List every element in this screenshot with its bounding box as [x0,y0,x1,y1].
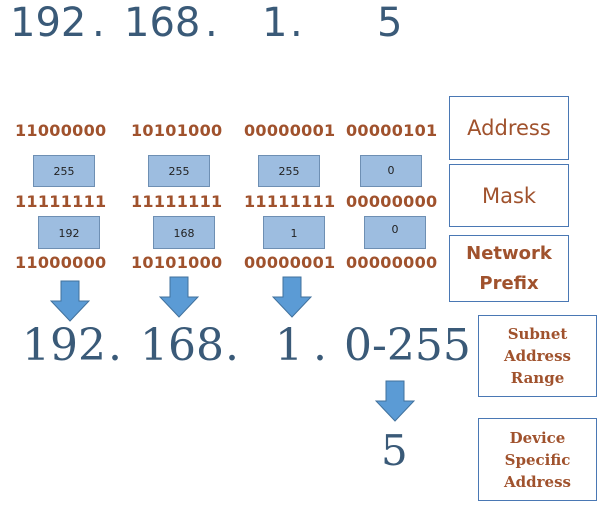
prefix-decimal-box-2: 168 [153,216,215,249]
mask-label-text: Mask [481,183,537,208]
mask-binary-3: 11111111 [244,192,336,211]
top-ip-octet-1: 192 [10,0,87,46]
mask-binary-2: 11111111 [131,192,223,211]
subnet-label-line-2: Address [504,347,571,365]
subnet-label-line-1: Subnet [507,325,568,343]
top-ip-octet-2: 168 [124,0,201,46]
mask-decimal-box-4: 0 [360,155,422,187]
address-label: Address [449,96,569,160]
mask-label: Mask [449,164,569,227]
device-label-line-3: Address [504,472,571,491]
mask-decimal-box-2: 255 [148,155,210,187]
result-ip-octet-4: 0-255 [344,320,471,371]
address-binary-3: 00000001 [244,121,336,140]
top-ip-dot-2: . [205,0,218,46]
result-ip-octet-1: 192 [22,320,106,371]
device-label-line-1: Device [509,428,566,447]
address-binary-4: 00000101 [346,121,438,140]
mask-binary-4: 00000000 [346,192,438,211]
device-specific-address-label: Device Specific Address [478,418,597,501]
prefix-decimal-box-1: 192 [38,216,100,249]
down-arrow-icon [375,380,415,422]
address-binary-2: 10101000 [131,121,223,140]
mask-decimal-box-3: 255 [258,155,320,187]
device-label-line-2: Specific [504,450,571,469]
result-ip-octet-2: 168 [140,320,224,371]
top-ip-dot-1: . [92,0,105,46]
subnet-address-range-label: Subnet Address Range [478,315,597,397]
network-prefix-label-line-2: Prefix [479,272,539,294]
top-ip-octet-3: 1 [262,0,288,46]
result-ip-dot-1: . [108,320,122,371]
result-ip-dot-3: . [313,320,327,371]
mask-decimal-box-1: 255 [33,155,95,187]
subnet-label-line-3: Range [510,369,565,387]
address-label-text: Address [467,116,551,140]
prefix-binary-2: 10101000 [131,253,223,272]
prefix-binary-4: 00000000 [346,253,438,272]
prefix-binary-3: 00000001 [244,253,336,272]
device-specific-value: 5 [381,426,408,475]
top-ip-octet-4: 5 [377,0,403,46]
network-prefix-label: Network Prefix [449,235,569,302]
result-ip-dot-2: . [225,320,239,371]
down-arrow-icon [159,276,199,318]
down-arrow-icon [272,276,312,318]
prefix-decimal-box-4: 0 [364,216,426,249]
top-ip-dot-3: . [290,0,303,46]
prefix-decimal-box-3: 1 [263,216,325,249]
prefix-binary-1: 11000000 [15,253,107,272]
address-binary-1: 11000000 [15,121,107,140]
down-arrow-icon [50,280,90,322]
result-ip-octet-3: 1 [275,320,303,371]
network-prefix-label-line-1: Network [466,242,552,264]
mask-binary-1: 11111111 [15,192,107,211]
